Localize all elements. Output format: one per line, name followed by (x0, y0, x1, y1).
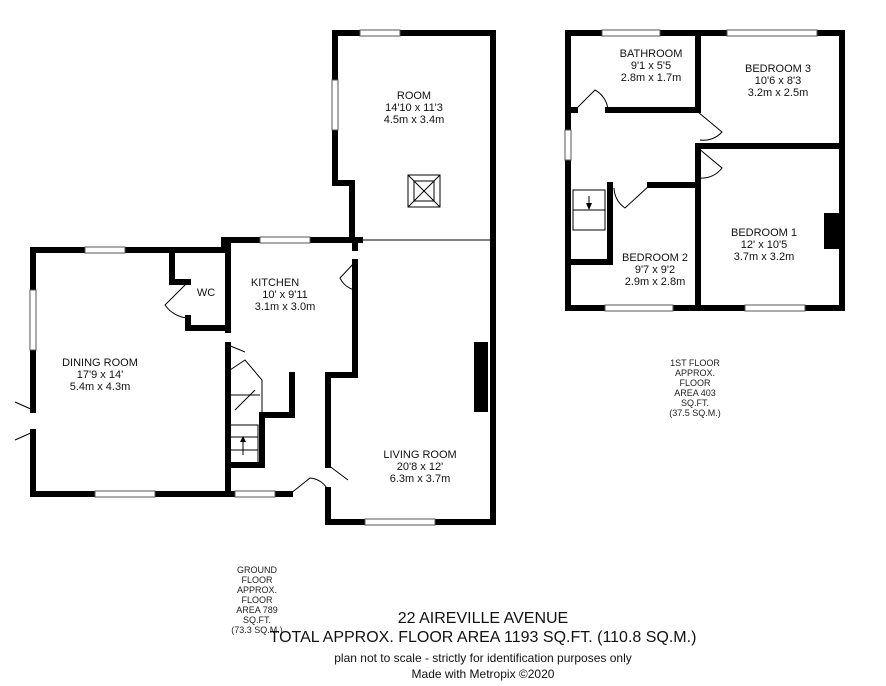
ground-floor-windows (29, 29, 436, 526)
svg-text:KITCHEN: KITCHEN (251, 277, 299, 289)
area-line: APPROX. FLOOR (236, 585, 277, 605)
area-line: AREA 789 SQ.FT. (236, 605, 278, 625)
first-floor-windows (564, 29, 818, 312)
svg-text:3.1m x 3.0m: 3.1m x 3.0m (255, 301, 316, 313)
svg-text:20'8 x 12': 20'8 x 12' (397, 461, 443, 473)
svg-text:10'6 x 8'3: 10'6 x 8'3 (755, 75, 801, 87)
area-line: (73.3 SQ.M.) (231, 625, 283, 635)
svg-text:3.2m x 2.5m: 3.2m x 2.5m (748, 87, 809, 99)
svg-text:2.8m x 1.7m: 2.8m x 1.7m (621, 72, 682, 84)
room-bedroom-1: BEDROOM 1 12' x 10'5 3.7m x 3.2m (731, 227, 797, 263)
area-line: 1ST FLOOR (670, 358, 720, 368)
svg-text:3.7m x 3.2m: 3.7m x 3.2m (734, 251, 795, 263)
room-bathroom: BATHROOM 9'1 x 5'5 2.8m x 1.7m (620, 48, 683, 84)
svg-text:2.9m x 2.8m: 2.9m x 2.8m (625, 276, 686, 288)
room-bedroom-2: BEDROOM 2 9'7 x 9'2 2.9m x 2.8m (622, 252, 688, 288)
room-room: ROOM 14'10 x 11'3 4.5m x 3.4m (384, 90, 445, 126)
svg-text:9'7 x 9'2: 9'7 x 9'2 (635, 264, 675, 276)
address: 22 AIREVILLE AVENUE (397, 610, 569, 627)
svg-text:LIVING ROOM: LIVING ROOM (383, 449, 456, 461)
svg-text:5.4m x 4.3m: 5.4m x 4.3m (70, 381, 131, 393)
svg-text:4.5m x 3.4m: 4.5m x 3.4m (384, 114, 445, 126)
svg-text:14'10 x 11'3: 14'10 x 11'3 (385, 102, 443, 114)
ground-floor-doors (14, 261, 356, 495)
first-floor-doors (574, 89, 723, 209)
first-floor-area: 1ST FLOOR APPROX. FLOOR AREA 403 SQ.FT. … (660, 358, 730, 418)
area-line: (37.5 SQ.M.) (669, 408, 721, 418)
svg-text:WC: WC (197, 287, 215, 299)
room-kitchen: KITCHEN 10' x 9'11 3.1m x 3.0m (251, 277, 315, 313)
skylight-icon (407, 174, 441, 208)
stairs-first (572, 189, 606, 231)
room-living-room: LIVING ROOM 20'8 x 12' 6.3m x 3.7m (383, 449, 456, 485)
svg-text:6.3m x 3.7m: 6.3m x 3.7m (390, 473, 451, 485)
total-area: TOTAL APPROX. FLOOR AREA 1193 SQ.FT. (11… (269, 629, 697, 646)
svg-text:17'9 x 14': 17'9 x 14' (77, 369, 123, 381)
area-line: APPROX. FLOOR (674, 368, 715, 388)
svg-text:9'1 x 5'5: 9'1 x 5'5 (631, 60, 671, 72)
svg-text:10' x 9'11: 10' x 9'11 (262, 289, 308, 301)
stairs-ground (229, 359, 263, 464)
svg-text:ROOM: ROOM (397, 90, 431, 102)
svg-text:BEDROOM 2: BEDROOM 2 (622, 252, 688, 264)
credit: Made with Metropix ©2020 (411, 667, 555, 681)
svg-text:BEDROOM 3: BEDROOM 3 (745, 63, 811, 75)
ground-floor-area: GROUND FLOOR APPROX. FLOOR AREA 789 SQ.F… (222, 565, 292, 635)
svg-text:BEDROOM 1: BEDROOM 1 (731, 227, 797, 239)
disclaimer: plan not to scale - strictly for identif… (334, 651, 632, 665)
svg-text:DINING ROOM: DINING ROOM (62, 357, 138, 369)
area-line: AREA 403 SQ.FT. (674, 388, 716, 408)
area-line: GROUND FLOOR (237, 565, 277, 585)
room-dining-room: DINING ROOM 17'9 x 14' 5.4m x 4.3m (62, 357, 138, 393)
room-bedroom-3: BEDROOM 3 10'6 x 8'3 3.2m x 2.5m (745, 63, 811, 99)
svg-text:12' x 10'5: 12' x 10'5 (741, 239, 787, 251)
svg-text:BATHROOM: BATHROOM (620, 48, 683, 60)
room-wc: WC (197, 287, 215, 299)
